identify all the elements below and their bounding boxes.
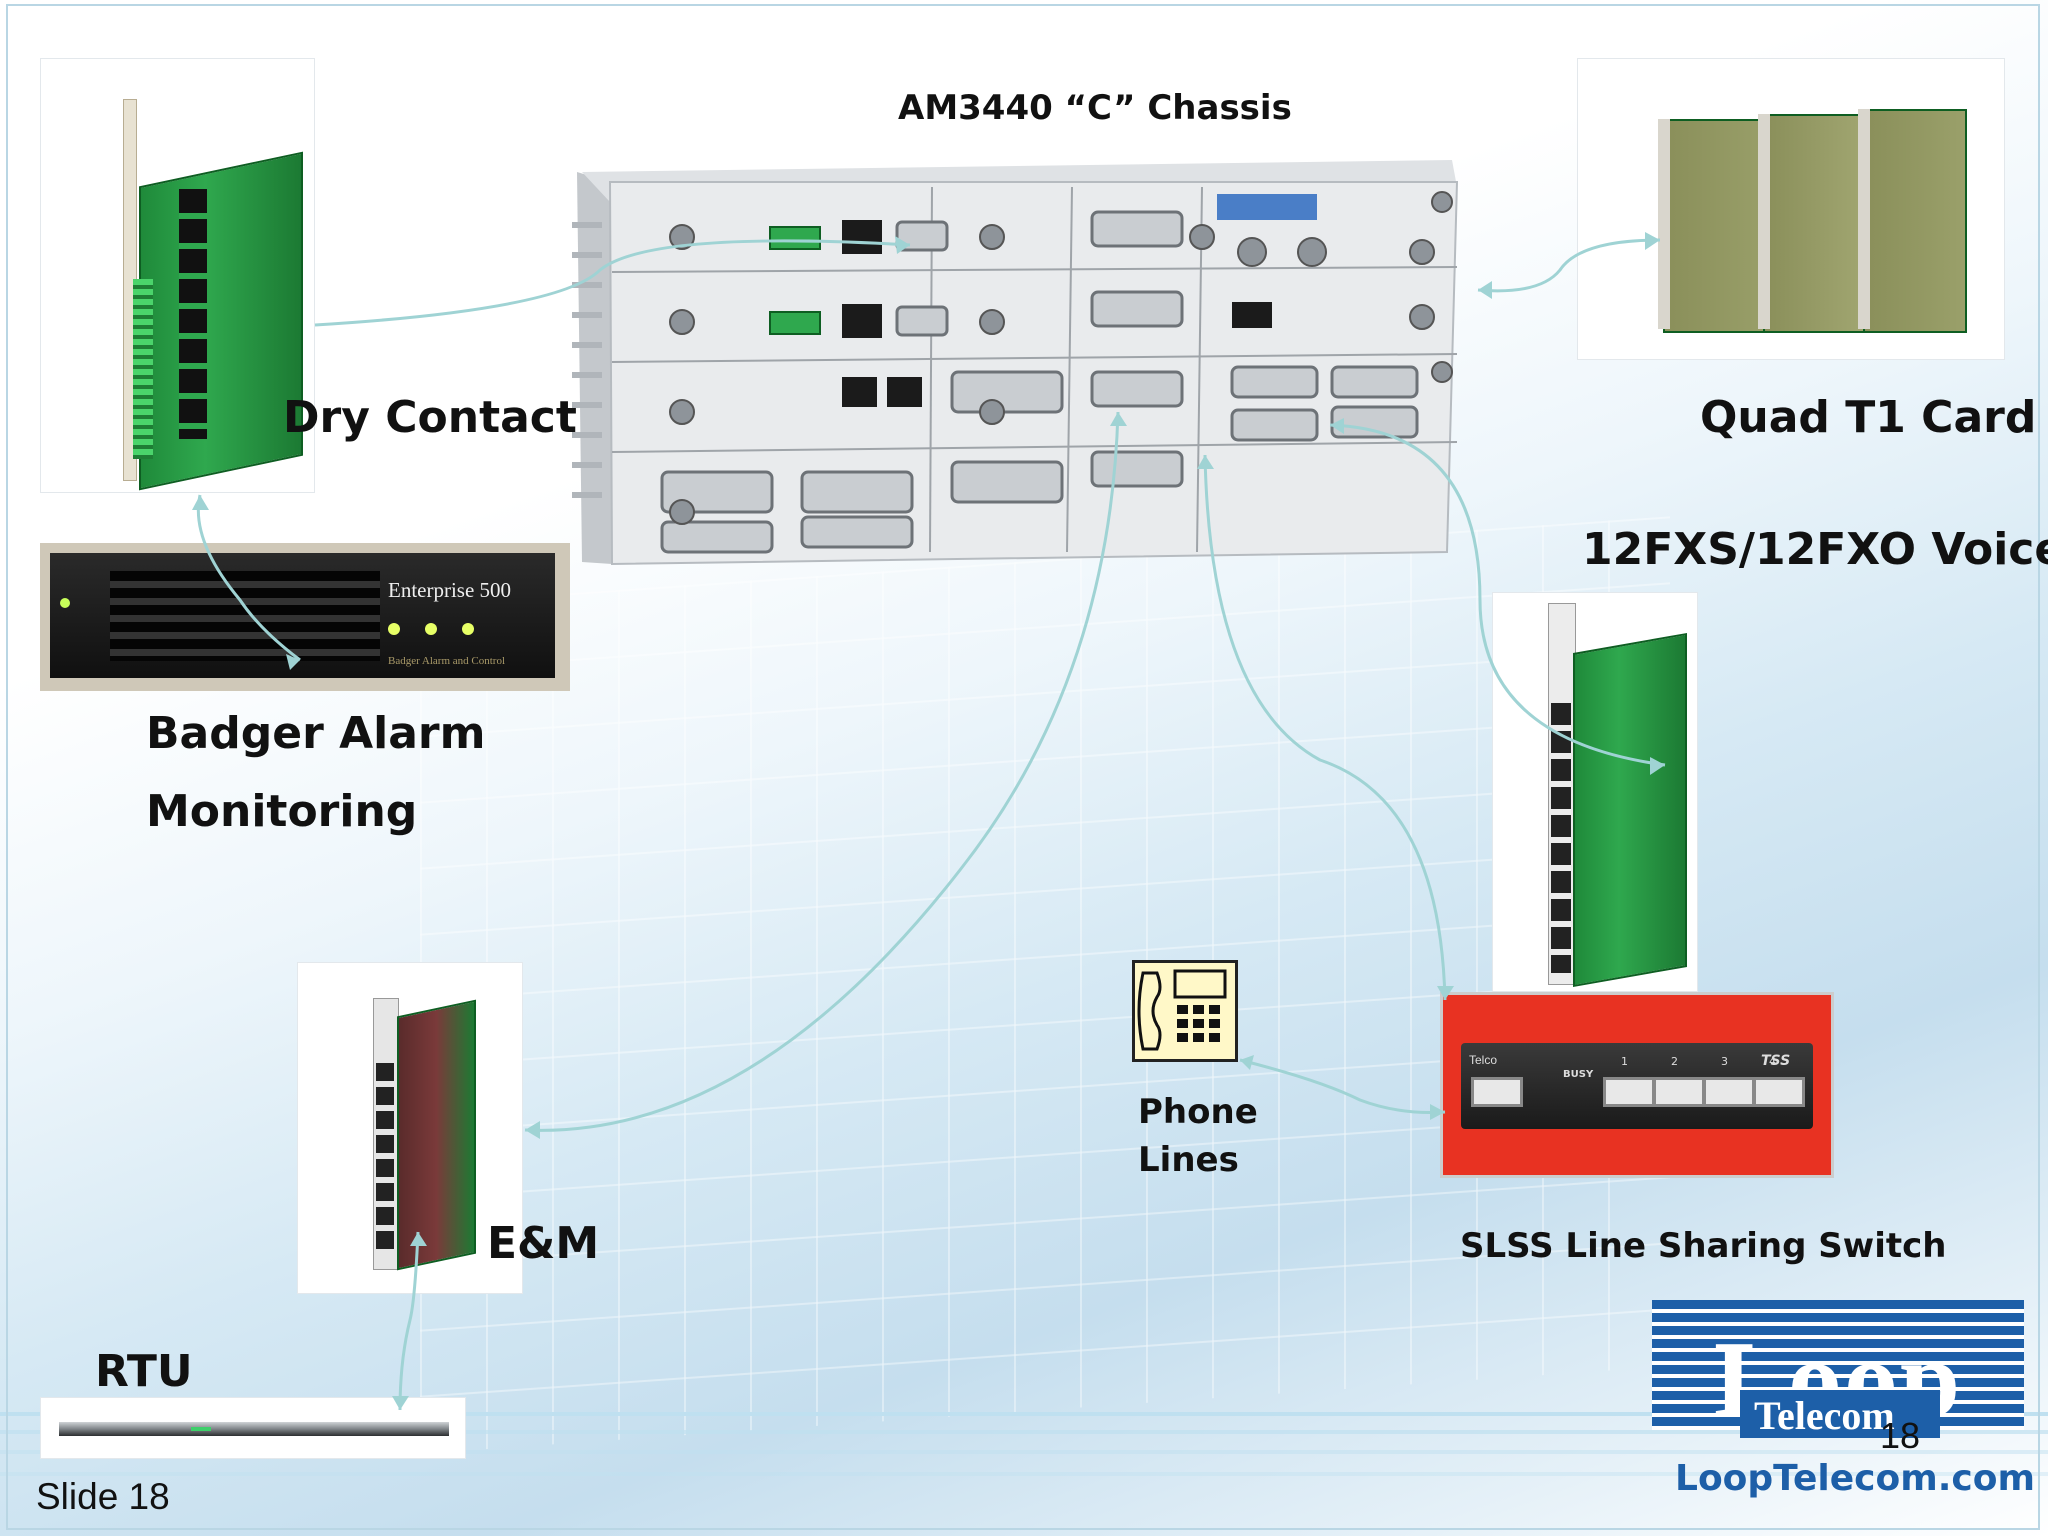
arrowhead: [192, 495, 209, 510]
em-label: E&M: [487, 1218, 600, 1269]
rj45-ports: [376, 1063, 394, 1253]
voice-card-label: 12FXS/12FXO Voice: [1582, 524, 2048, 575]
arrowhead: [1197, 455, 1214, 469]
phone-drawing: [1137, 969, 1227, 1051]
background-streak: [0, 1450, 2048, 1454]
arrowhead: [1330, 418, 1344, 434]
link-quad-t1-to-chassis: [1477, 238, 1661, 293]
busy-text: BUSY: [1563, 1069, 1594, 1080]
status-led: [425, 623, 437, 635]
tss-text: TSS: [1761, 1053, 1791, 1069]
slide-number-label: Slide 18: [36, 1476, 170, 1517]
line-port-2: [1653, 1077, 1705, 1107]
line-port-4: [1753, 1077, 1805, 1107]
link-badger-to-dry-contact: [196, 494, 301, 662]
badger-label-line2: Monitoring: [146, 786, 418, 837]
enterprise-model-text: Enterprise 500: [388, 578, 512, 602]
link-slss-to-chassis: [1203, 454, 1447, 1001]
arrowhead: [1650, 757, 1665, 775]
power-led: [60, 598, 70, 608]
link-em-to-chassis: [524, 411, 1120, 1132]
arrowhead: [895, 236, 910, 254]
phone-icon: [1132, 960, 1238, 1062]
page-number: 18: [1880, 1415, 1921, 1456]
arrowhead: [1437, 986, 1454, 1000]
link-voice-to-chassis: [1329, 423, 1666, 767]
port-number-4: 4: [1769, 1055, 1776, 1068]
arrowhead: [1478, 281, 1492, 299]
link-phone-to-slss: [1239, 1058, 1446, 1114]
phone-lines-label-line2: Lines: [1138, 1140, 1239, 1180]
card-faceplate: [1658, 119, 1670, 329]
port-number-3: 3: [1721, 1055, 1728, 1068]
phone-lines-label-line1: Phone: [1138, 1092, 1258, 1132]
rtu-unit: [59, 1422, 449, 1436]
arrowhead: [525, 1121, 540, 1139]
enterprise-sub-text: Badger Alarm and Control: [388, 655, 506, 667]
dry-contact-label: Dry Contact: [283, 392, 577, 443]
link-rtu-to-em: [398, 1231, 420, 1411]
port-number-2: 2: [1671, 1055, 1678, 1068]
telco-port: [1471, 1077, 1523, 1107]
background-streak: [0, 1430, 2048, 1434]
logo-sub-box: [1740, 1390, 1940, 1438]
card-faceplate: [1758, 114, 1770, 329]
badger-enterprise-image: Enterprise 500 Badger Alarm and Control: [40, 543, 570, 691]
dry-contact-card-image: [40, 58, 315, 493]
chassis-drawing: [572, 160, 1459, 566]
chassis-image: [552, 142, 1515, 574]
status-led: [462, 623, 474, 635]
em-card-image: [297, 962, 523, 1294]
terminal-block: [133, 279, 153, 459]
background-streak: [0, 1472, 2048, 1476]
slss-label: SLSS Line Sharing Switch: [1460, 1226, 1947, 1266]
rj45-ports: [1551, 703, 1571, 973]
arrowhead: [1110, 412, 1127, 426]
telco-text: Telco: [1469, 1053, 1498, 1067]
background-streak: [0, 1412, 2048, 1416]
relay-bank: [179, 189, 207, 439]
badger-label-line1: Badger Alarm: [146, 708, 486, 759]
arrowhead: [1240, 1055, 1254, 1070]
arrowhead: [410, 1232, 427, 1246]
port-number-1: 1: [1621, 1055, 1628, 1068]
arrowhead: [1645, 232, 1660, 250]
arrowhead: [392, 1396, 409, 1410]
arrowhead: [1430, 1104, 1445, 1120]
vent-grille: [110, 571, 380, 661]
logo-sub: Telecom: [1754, 1393, 1895, 1438]
chassis-title: AM3440 “C” Chassis: [898, 88, 1292, 128]
link-dry-contact-to-chassis: [314, 239, 911, 327]
t1-board-3: [1863, 109, 1967, 333]
slss-switch-image: Telco BUSY TSS 1 2 3 4: [1440, 992, 1834, 1178]
quad-t1-card-image: [1577, 58, 2005, 360]
logo-url: LoopTelecom.com: [1675, 1458, 2035, 1499]
voice-card-image: [1492, 592, 1698, 992]
arrowhead: [286, 654, 300, 670]
status-led: [388, 623, 400, 635]
card-faceplate: [1858, 109, 1870, 329]
rtu-image: [40, 1397, 466, 1459]
rtu-led: [191, 1427, 211, 1431]
rtu-label: RTU: [95, 1346, 193, 1397]
quad-t1-label: Quad T1 Card: [1700, 392, 2037, 443]
